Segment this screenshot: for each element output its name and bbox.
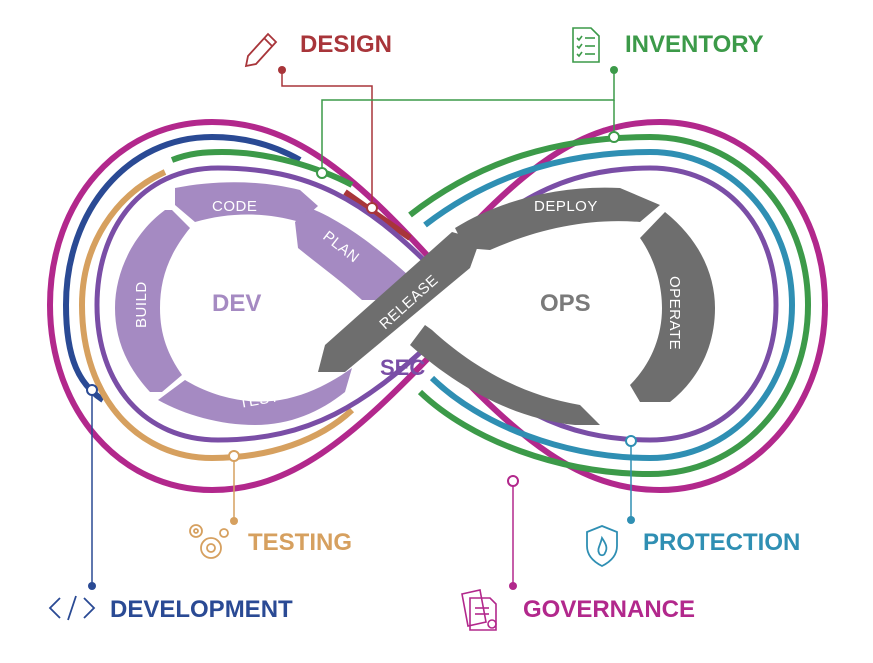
code-brackets-icon <box>48 595 96 621</box>
plan-segment <box>295 208 408 300</box>
gears-icon <box>189 524 229 559</box>
checklist-icon <box>572 27 600 63</box>
operate-label: OPERATE <box>666 276 683 350</box>
sec-center-label: SEC <box>380 355 425 380</box>
design-ring <box>343 189 412 241</box>
inventory-leader <box>321 70 615 172</box>
design-leader <box>281 72 373 206</box>
governance-callout: GOVERNANCE <box>523 596 695 623</box>
build-segment <box>115 210 190 392</box>
design-callout: DESIGN <box>300 31 392 58</box>
ops-loop <box>318 187 715 425</box>
code-segment <box>175 182 318 222</box>
ops-center-label: OPS <box>540 290 591 317</box>
testing-callout: TESTING <box>248 529 352 556</box>
test-label: TEST <box>238 388 281 412</box>
operate-segment <box>630 212 715 402</box>
build-label: BUILD <box>133 281 150 328</box>
dev-loop <box>115 182 408 425</box>
development-callout: DEVELOPMENT <box>110 596 293 623</box>
documents-icon <box>461 589 497 631</box>
protection-callout: PROTECTION <box>643 529 800 556</box>
dev-center-label: DEV <box>212 290 261 317</box>
deploy-label: DEPLOY <box>534 198 598 215</box>
monitor-segment <box>410 325 600 425</box>
development-ring <box>62 133 302 403</box>
protection-ring <box>423 148 796 462</box>
pencil-icon <box>244 32 278 68</box>
inventory-ring-right <box>408 133 812 478</box>
leader-lines <box>86 66 637 590</box>
release-segment <box>318 232 480 372</box>
shield-flame-icon <box>586 525 618 568</box>
code-label: CODE <box>212 198 257 215</box>
inventory-callout: INVENTORY <box>625 31 764 58</box>
deploy-segment <box>455 187 660 250</box>
test-segment <box>158 368 352 425</box>
testing-ring <box>78 169 355 462</box>
